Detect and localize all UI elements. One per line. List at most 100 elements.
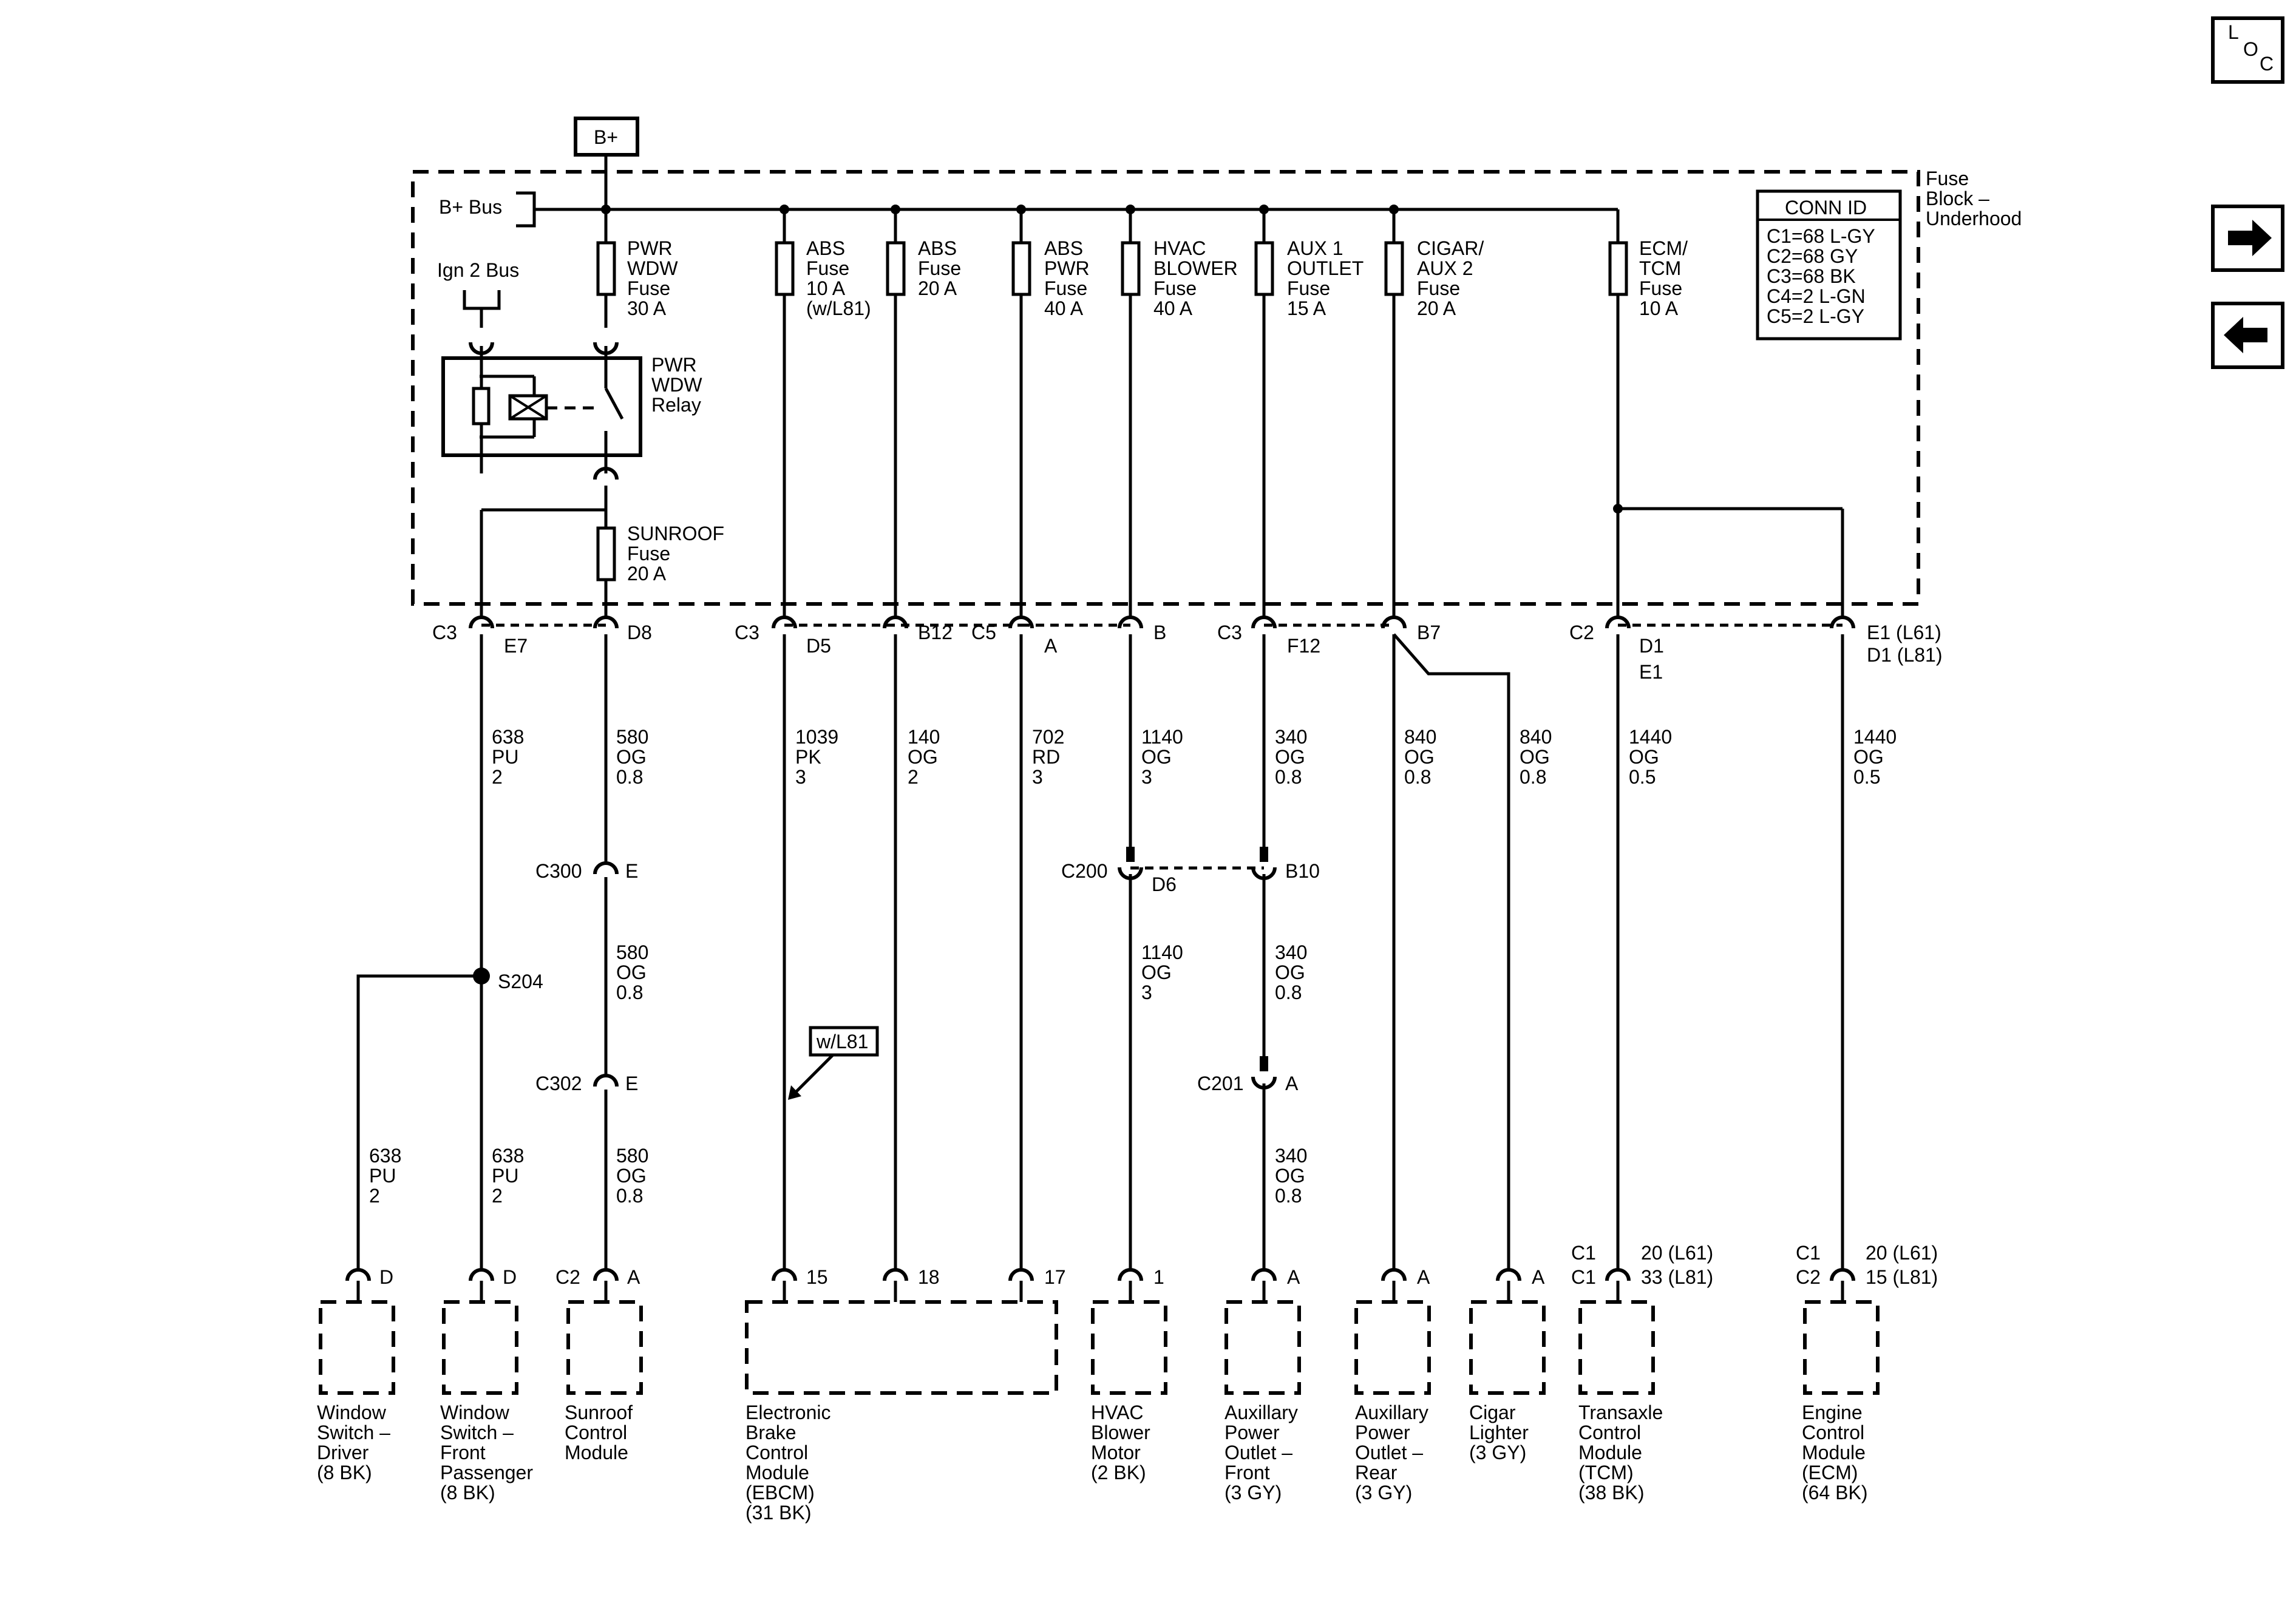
svg-text:CIGAR/: CIGAR/ xyxy=(1417,237,1484,259)
svg-text:Block –: Block – xyxy=(1926,188,1989,209)
top-connector-row: C3 E7 D8 C3 D5 B12 C5 A B C3 F12 B7 C2 D… xyxy=(432,617,1943,683)
svg-text:OG: OG xyxy=(1275,746,1305,768)
component-window-switch-driver: Window Switch – Driver (8 BK) xyxy=(317,1300,395,1483)
svg-text:Relay: Relay xyxy=(651,394,701,416)
svg-text:RD: RD xyxy=(1032,746,1060,768)
svg-text:15 (L81): 15 (L81) xyxy=(1866,1266,1938,1288)
svg-text:Auxillary: Auxillary xyxy=(1224,1402,1298,1423)
loc-letter-l: L xyxy=(2228,21,2239,43)
svg-text:Motor: Motor xyxy=(1091,1442,1141,1463)
svg-text:OG: OG xyxy=(1141,961,1172,983)
circuit-1039: 1039 PK 3 w/L81 xyxy=(783,634,879,1269)
svg-text:C2: C2 xyxy=(1796,1266,1821,1288)
svg-text:580: 580 xyxy=(616,1145,648,1167)
component-aux-outlet-rear: Auxillary Power Outlet – Rear (3 GY) xyxy=(1354,1300,1431,1503)
component-sunroof-control-module: Sunroof Control Module xyxy=(565,1300,643,1463)
svg-text:E1 (L61): E1 (L61) xyxy=(1867,622,1941,643)
svg-text:OUTLET: OUTLET xyxy=(1287,257,1364,279)
svg-text:580: 580 xyxy=(616,941,648,963)
svg-text:2: 2 xyxy=(492,1185,503,1207)
svg-text:OG: OG xyxy=(1404,746,1435,768)
svg-text:C4=2 L-GN: C4=2 L-GN xyxy=(1767,285,1866,307)
svg-text:33 (L81): 33 (L81) xyxy=(1641,1266,1713,1288)
loc-letter-o: O xyxy=(2243,38,2258,60)
svg-text:20 A: 20 A xyxy=(1417,297,1456,319)
svg-text:PU: PU xyxy=(492,1165,518,1187)
svg-text:C3: C3 xyxy=(1217,622,1242,643)
fuse-pwr-wdw: PWR WDW Fuse 30 A xyxy=(596,209,678,328)
svg-text:Module: Module xyxy=(565,1442,628,1463)
svg-text:0.8: 0.8 xyxy=(1520,766,1546,788)
component-aux-outlet-front: Auxillary Power Outlet – Front (3 GY) xyxy=(1224,1300,1301,1503)
svg-text:OG: OG xyxy=(1629,746,1659,768)
svg-text:18: 18 xyxy=(918,1266,940,1288)
conn-id-table: CONN ID C1=68 L-GY C2=68 GY C3=68 BK C4=… xyxy=(1756,189,1902,341)
svg-text:D: D xyxy=(503,1266,517,1288)
svg-text:15 A: 15 A xyxy=(1287,297,1326,319)
circuit-1440: 1440 OG 0.5 1440 OG 0.5 xyxy=(1616,634,1897,1269)
svg-text:OG: OG xyxy=(1853,746,1884,768)
svg-text:3: 3 xyxy=(1032,766,1043,788)
svg-text:20 (L61): 20 (L61) xyxy=(1866,1242,1938,1264)
svg-text:(2 BK): (2 BK) xyxy=(1091,1462,1146,1483)
svg-text:340: 340 xyxy=(1275,726,1307,748)
svg-text:E: E xyxy=(625,1073,638,1094)
next-page-button[interactable] xyxy=(2211,205,2284,272)
svg-text:C1: C1 xyxy=(1571,1266,1596,1288)
svg-text:D6: D6 xyxy=(1152,873,1177,895)
svg-text:2: 2 xyxy=(492,766,503,788)
svg-text:40 A: 40 A xyxy=(1153,297,1193,319)
connector-c300: C300 xyxy=(535,860,582,882)
prev-page-button[interactable] xyxy=(2211,302,2284,369)
svg-text:(w/L81): (w/L81) xyxy=(806,297,871,319)
svg-text:Control: Control xyxy=(1802,1422,1864,1443)
svg-text:OG: OG xyxy=(1520,746,1550,768)
fuse-aux1-outlet: AUX 1 OUTLET Fuse 15 A xyxy=(1254,209,1364,619)
svg-text:0.8: 0.8 xyxy=(1275,1185,1302,1207)
svg-text:AUX 2: AUX 2 xyxy=(1417,257,1473,279)
svg-text:0.8: 0.8 xyxy=(1275,766,1302,788)
svg-text:(ECM): (ECM) xyxy=(1802,1462,1858,1483)
loc-letter-c: C xyxy=(2260,53,2274,75)
svg-text:Engine: Engine xyxy=(1802,1402,1863,1423)
circuit-140: 140 OG 2 xyxy=(894,634,940,1269)
bottom-connector-row: D D C2 A 15 18 17 1 A A A C1 C1 20 (L61)… xyxy=(347,1242,1938,1302)
circuit-580: 580 OG 0.8 C300 E 580 OG 0.8 C302 E 580 … xyxy=(535,634,648,1269)
svg-text:3: 3 xyxy=(1141,766,1152,788)
svg-text:Control: Control xyxy=(1578,1422,1641,1443)
arrow-right-icon xyxy=(2228,220,2272,256)
svg-text:OG: OG xyxy=(1275,961,1305,983)
svg-text:702: 702 xyxy=(1032,726,1064,748)
svg-text:F12: F12 xyxy=(1287,635,1320,657)
svg-text:Control: Control xyxy=(746,1442,808,1463)
svg-text:C1: C1 xyxy=(1796,1242,1821,1264)
svg-text:C2: C2 xyxy=(555,1266,580,1288)
svg-text:(38 BK): (38 BK) xyxy=(1578,1482,1644,1503)
loc-button[interactable]: L O C xyxy=(2211,16,2284,84)
svg-text:Fuse: Fuse xyxy=(627,277,670,299)
svg-text:ABS: ABS xyxy=(1044,237,1083,259)
svg-text:40 A: 40 A xyxy=(1044,297,1084,319)
svg-text:PWR: PWR xyxy=(1044,257,1090,279)
svg-text:C2: C2 xyxy=(1569,622,1594,643)
fuse-cigar-aux2: CIGAR/ AUX 2 Fuse 20 A xyxy=(1384,209,1484,619)
bplus-bus-label: B+ Bus xyxy=(439,196,502,218)
svg-text:Fuse: Fuse xyxy=(1417,277,1460,299)
svg-text:1440: 1440 xyxy=(1853,726,1897,748)
svg-text:D: D xyxy=(379,1266,393,1288)
component-hvac-blower-motor: HVAC Blower Motor (2 BK) xyxy=(1091,1300,1167,1483)
fuse-hvac-blower: HVAC BLOWER Fuse 40 A xyxy=(1121,209,1238,619)
svg-text:Sunroof: Sunroof xyxy=(565,1402,633,1423)
circuit-638: S204 638 PU 2 638 PU 2 638 PU 2 xyxy=(356,634,543,1269)
component-ebcm: Electronic Brake Control Module (EBCM) (… xyxy=(745,1300,1058,1524)
svg-text:1039: 1039 xyxy=(795,726,838,748)
svg-text:AUX 1: AUX 1 xyxy=(1287,237,1343,259)
svg-text:C2=68 GY: C2=68 GY xyxy=(1767,245,1858,267)
svg-text:340: 340 xyxy=(1275,1145,1307,1167)
svg-text:Power: Power xyxy=(1224,1422,1280,1443)
option-wl81-label: w/L81 xyxy=(816,1031,868,1053)
svg-text:ABS: ABS xyxy=(918,237,957,259)
svg-text:Cigar: Cigar xyxy=(1469,1402,1516,1423)
fuse-abs-pwr: ABS PWR Fuse 40 A xyxy=(1011,209,1090,619)
fuse-sunroof: SUNROOF Fuse 20 A xyxy=(480,486,724,619)
